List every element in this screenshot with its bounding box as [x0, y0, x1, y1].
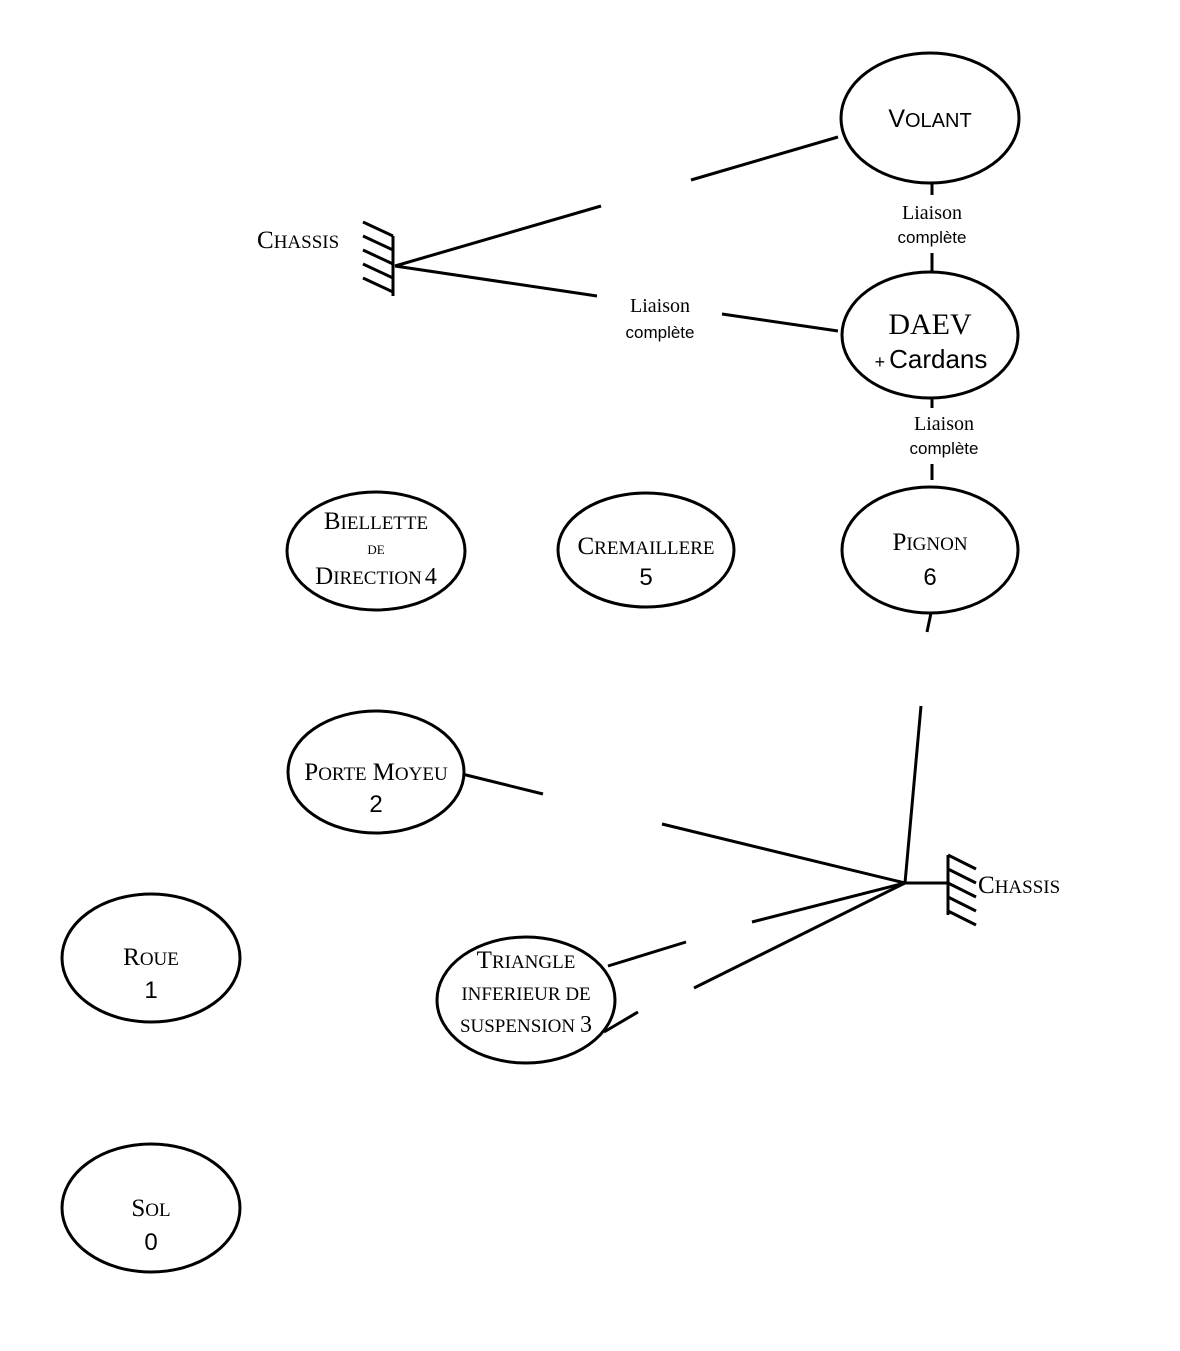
edge-chassis-daev-right	[721, 312, 839, 333]
svg-text:ROUE: ROUE	[123, 944, 179, 971]
svg-text:DAEV: DAEV	[888, 308, 972, 341]
svg-text:6: 6	[923, 564, 936, 591]
node-roue: ROUE 1	[60, 892, 242, 1024]
node-daev: DAEV +Cardans	[840, 270, 1020, 400]
node-cremaillere: CREMAILLERE 5	[556, 491, 736, 609]
ground-symbol-chassis-bottom	[946, 853, 977, 927]
svg-text:1: 1	[144, 977, 157, 1004]
chassis-top-label: CHASSIS	[257, 227, 339, 254]
link-label-daev-pignon: Liaison complète	[910, 413, 979, 458]
svg-text:CREMAILLERE: CREMAILLERE	[577, 533, 714, 560]
svg-text:BIELLETTE: BIELLETTE	[324, 508, 428, 535]
edge-triangle-chassis-a-right	[751, 881, 906, 924]
svg-text:TRIANGLE: TRIANGLE	[477, 947, 576, 974]
edge-chassis-daev-left	[394, 264, 598, 298]
svg-text:INFERIEUR DE: INFERIEUR DE	[461, 984, 590, 1005]
svg-text:complète: complète	[910, 439, 979, 458]
edge-chassis-volant-left	[394, 204, 602, 268]
edge-triangle-chassis-a-left	[607, 940, 687, 968]
svg-text:PIGNON: PIGNON	[892, 529, 967, 556]
svg-text:VOLANT: VOLANT	[888, 105, 971, 133]
svg-text:complète: complète	[626, 323, 695, 342]
ground-symbol-chassis-top	[362, 220, 395, 296]
svg-text:complète: complète	[898, 228, 967, 247]
edge-triangle-chassis-b-right	[693, 881, 906, 990]
edge-triangle-chassis-b-left	[603, 1010, 639, 1034]
node-sol: SOL 0	[60, 1142, 242, 1274]
link-label-chassis-daev: Liaison complète	[626, 295, 695, 342]
svg-text:2: 2	[369, 791, 382, 818]
svg-text:SOL: SOL	[131, 1195, 170, 1222]
svg-text:+Cardans: +Cardans	[875, 344, 988, 374]
edge-porte-moyeu-chassis-right	[661, 822, 906, 885]
svg-text:0: 0	[144, 1229, 157, 1256]
svg-text:DE: DE	[367, 542, 384, 557]
svg-text:5: 5	[639, 564, 652, 591]
edge-chassis-volant-right	[690, 135, 839, 182]
chassis-bottom-label: CHASSIS	[978, 872, 1060, 899]
edge-porte-moyeu-chassis-left	[461, 772, 544, 796]
edge-pignon-chassis-top	[925, 612, 933, 633]
node-volant: VOLANT	[839, 51, 1021, 185]
svg-text:Liaison: Liaison	[914, 413, 974, 435]
link-label-volant-daev: Liaison complète	[898, 202, 967, 247]
edge-pignon-chassis-bottom	[903, 705, 923, 884]
svg-text:Liaison: Liaison	[902, 202, 962, 224]
svg-text:Liaison: Liaison	[630, 295, 690, 317]
node-pignon: PIGNON 6	[840, 485, 1020, 615]
